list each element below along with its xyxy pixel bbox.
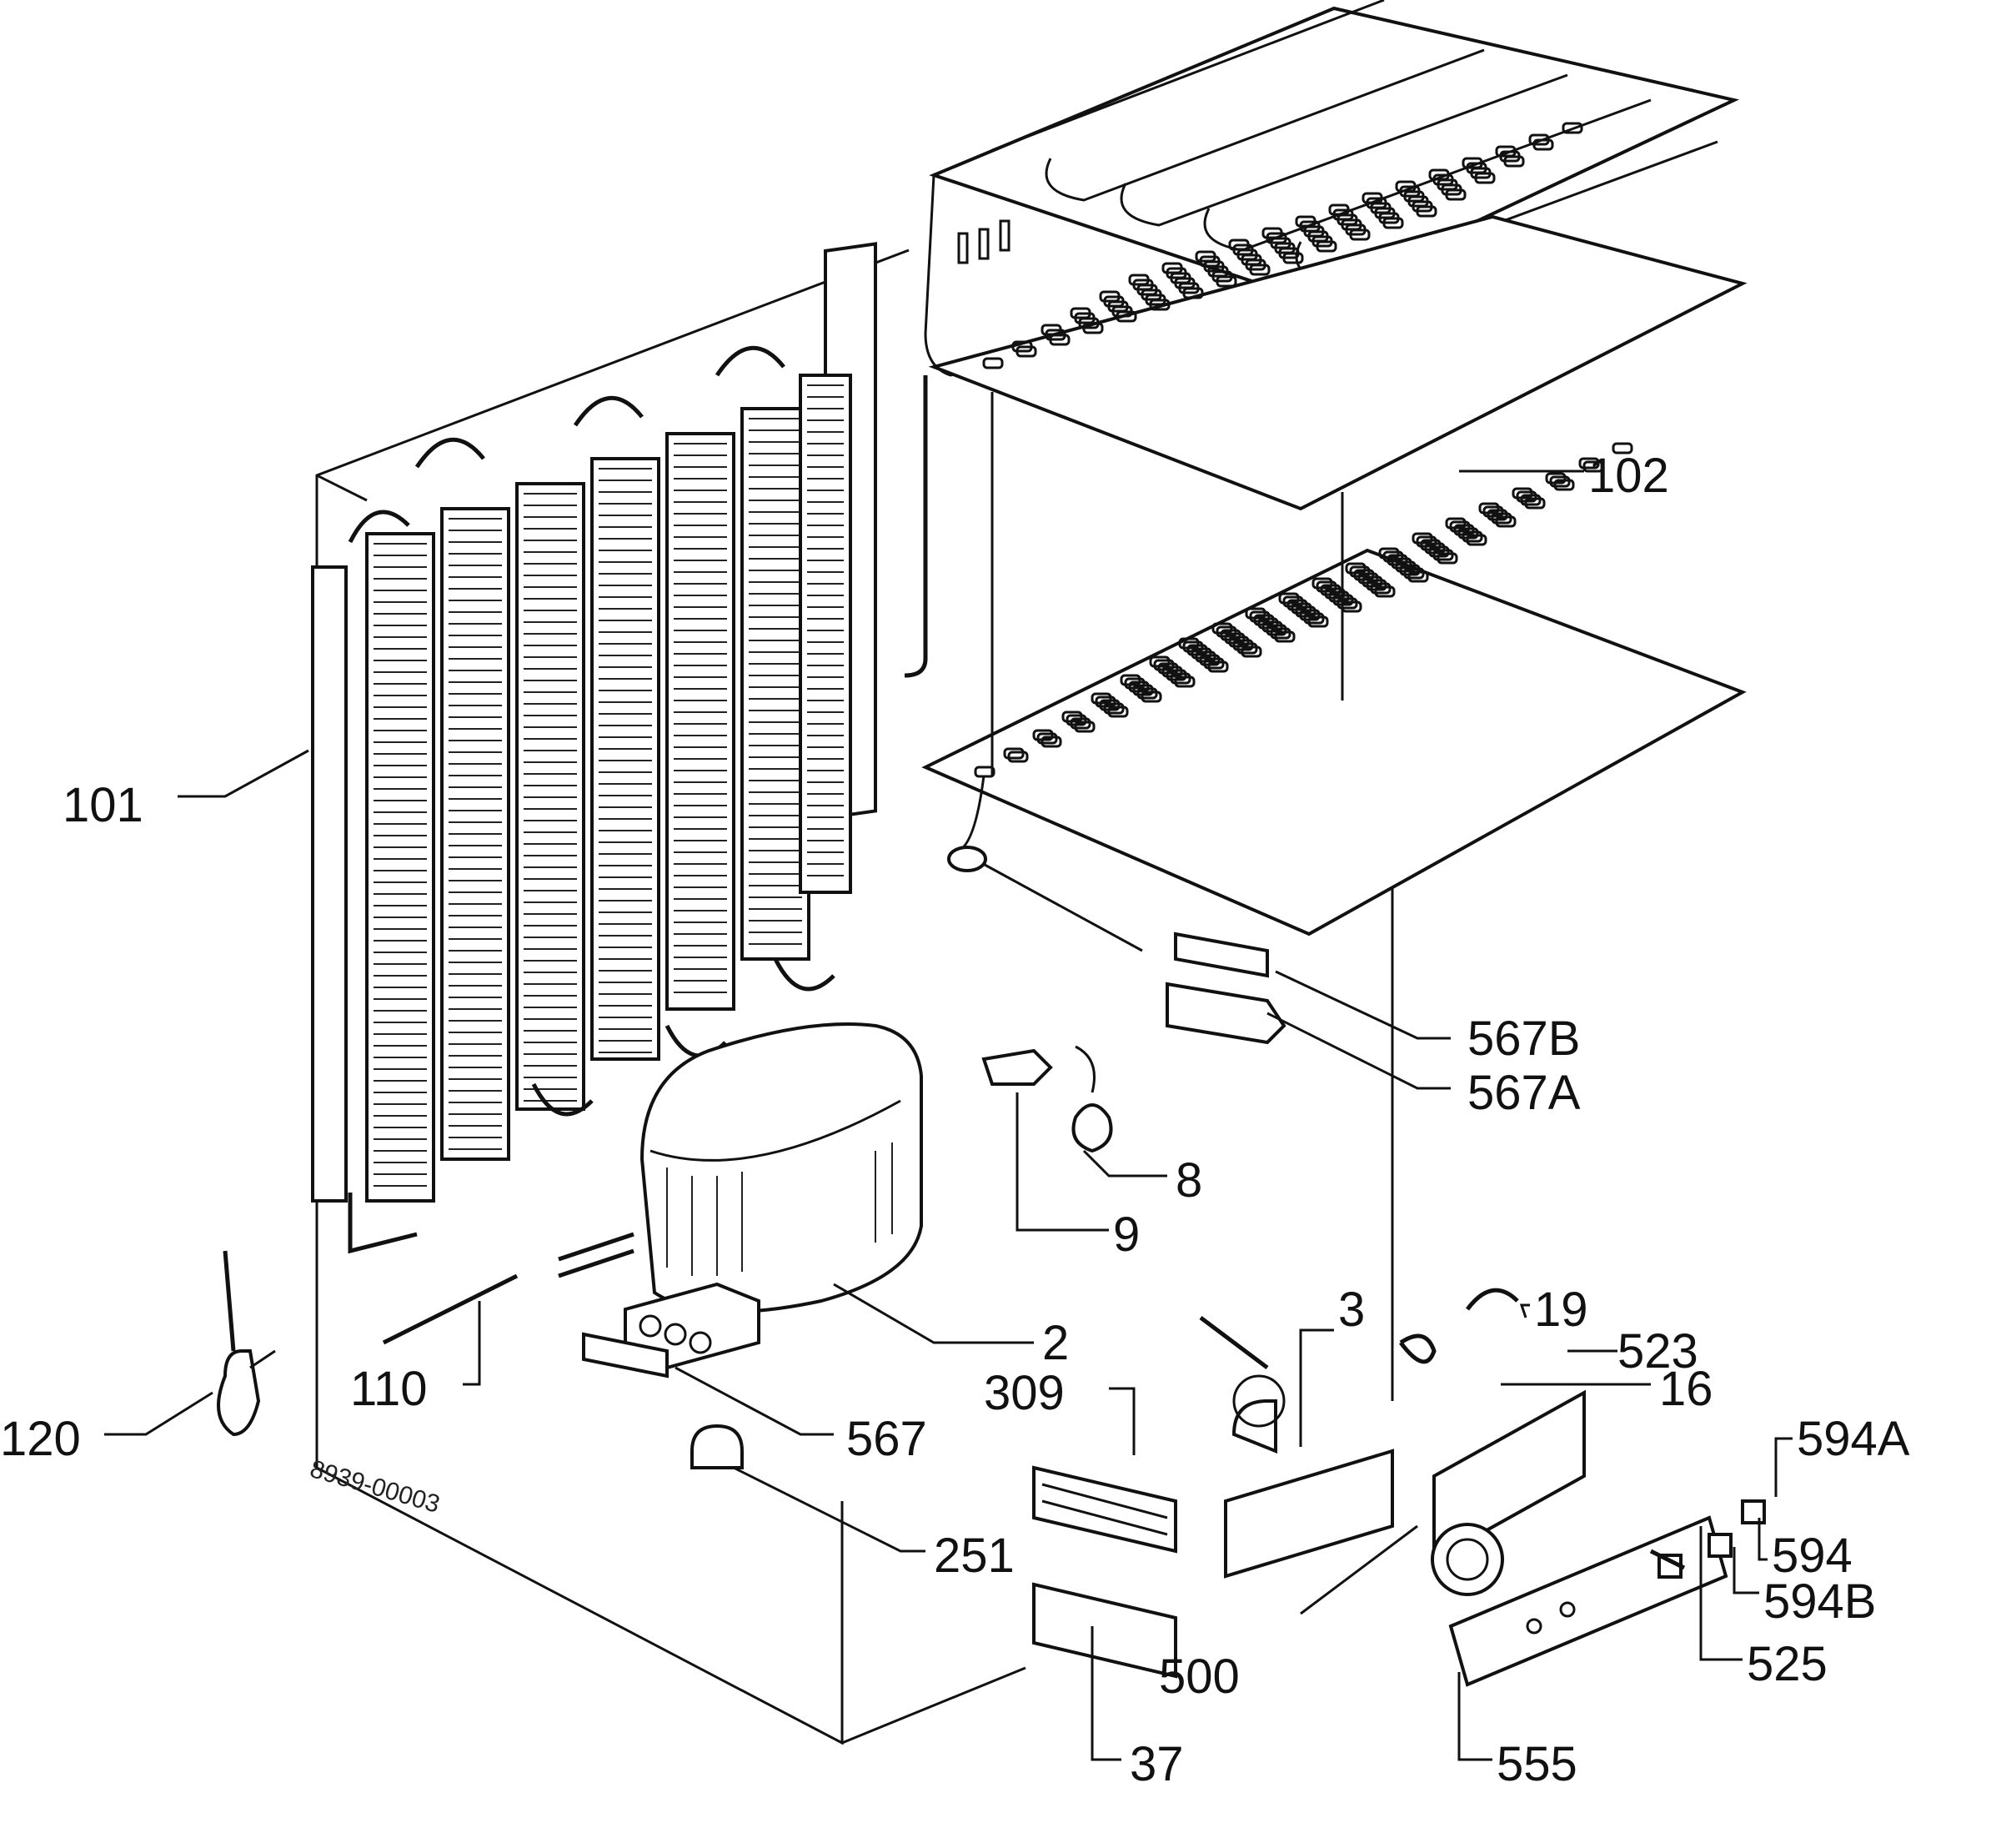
shelf-upper <box>928 122 1748 511</box>
shelf-upper-slots <box>982 122 1583 369</box>
callout-101: 101 <box>63 778 143 832</box>
compressor <box>558 1022 923 1370</box>
evaporator-plate <box>924 0 1740 377</box>
callout-594b: 594B <box>1763 1574 1876 1629</box>
callout-110: 110 <box>350 1362 427 1416</box>
callout-120: 120 <box>0 1412 81 1466</box>
condenser <box>311 242 877 1254</box>
callout-555: 555 <box>1497 1737 1577 1791</box>
callout-102: 102 <box>1588 449 1669 503</box>
callout-labels: 101 102 567B 567A 8 9 2 110 567 251 309 … <box>0 449 1910 1791</box>
condenser-fins <box>365 374 852 1203</box>
callout-567a: 567A <box>1467 1066 1581 1120</box>
callout-309: 309 <box>984 1366 1065 1420</box>
drawing-code: 8939-00003 <box>307 1455 443 1519</box>
cabinet-outline <box>315 249 1394 1745</box>
callout-594: 594 <box>1772 1529 1853 1583</box>
callout-19: 19 <box>1534 1283 1588 1337</box>
shelf-supports <box>904 375 1344 952</box>
callout-525: 525 <box>1747 1637 1828 1691</box>
shelf-lower <box>921 442 1747 937</box>
callout-523: 523 <box>1617 1324 1698 1378</box>
small-parts <box>217 932 1766 1687</box>
callout-2: 2 <box>1042 1316 1069 1370</box>
callout-3: 3 <box>1338 1283 1365 1337</box>
callout-16: 16 <box>1659 1362 1713 1416</box>
callout-251: 251 <box>934 1529 1015 1583</box>
callout-8: 8 <box>1176 1153 1202 1208</box>
callout-594a: 594A <box>1797 1412 1910 1466</box>
callout-567b: 567B <box>1467 1012 1580 1066</box>
callout-9: 9 <box>1113 1208 1140 1262</box>
leader-lines <box>104 470 1793 1761</box>
callout-500: 500 <box>1159 1650 1240 1704</box>
shelf-lower-slots <box>974 442 1633 778</box>
callout-37: 37 <box>1130 1737 1184 1791</box>
callout-567: 567 <box>846 1412 927 1466</box>
